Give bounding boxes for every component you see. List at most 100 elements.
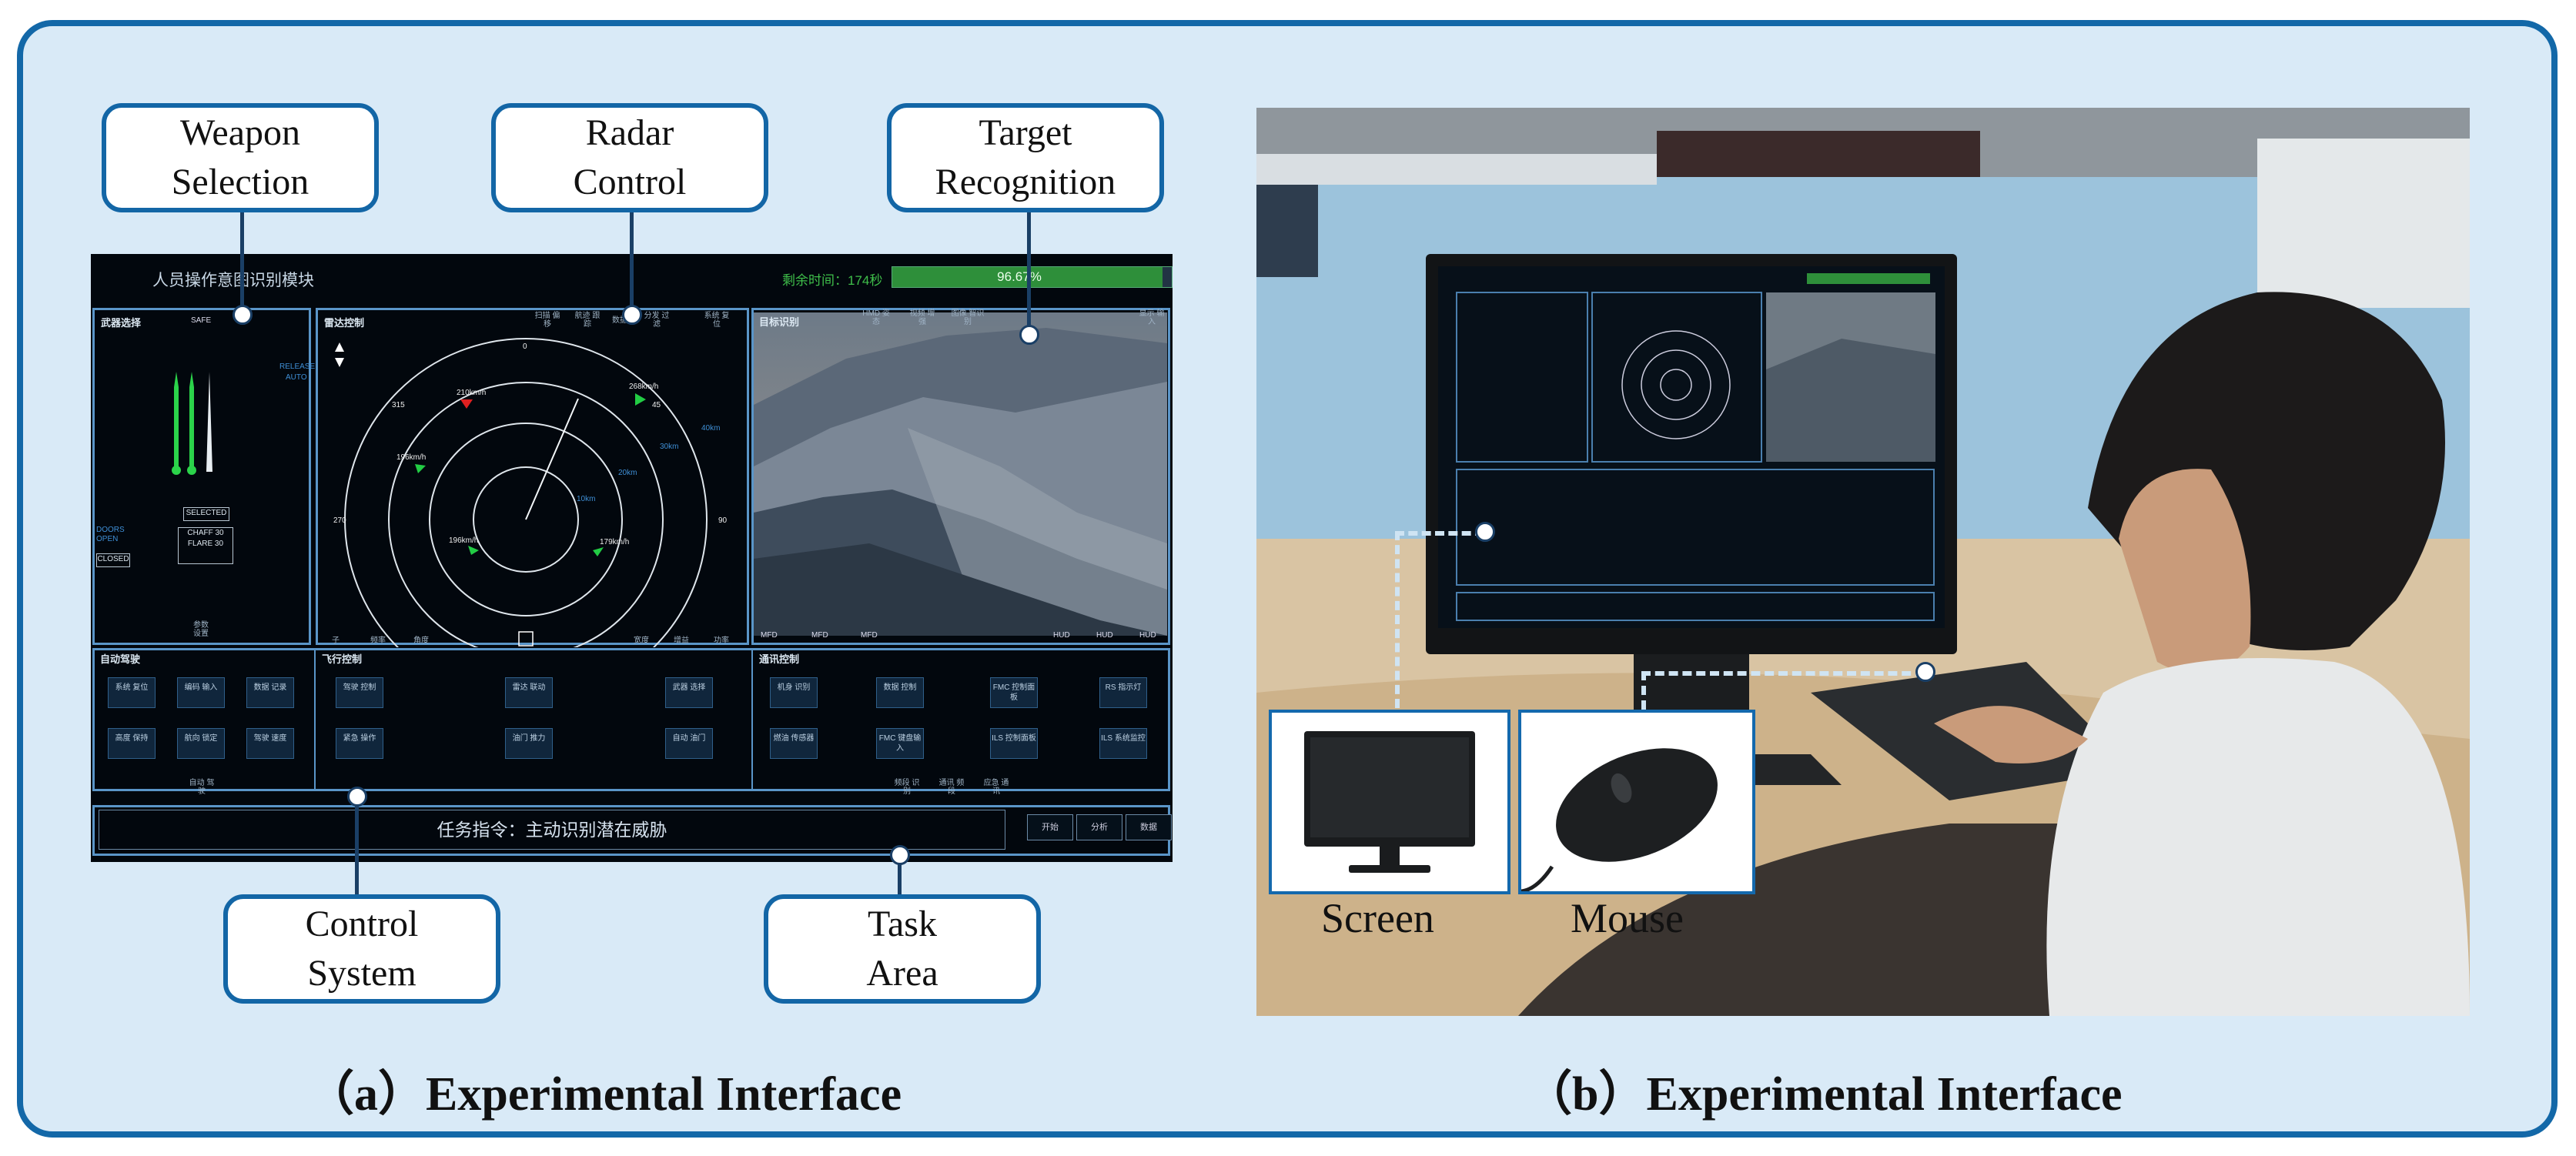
radar-bottom-btn[interactable]: 增益	[674, 636, 689, 645]
comm-control-title: 通讯控制	[759, 653, 800, 665]
param-button[interactable]: 参数设置	[193, 621, 209, 638]
missile-icon	[172, 372, 196, 475]
mouse-anchor-dot	[1915, 662, 1935, 682]
autopilot-footer[interactable]: 自动 驾驶	[189, 779, 215, 796]
comm-footer-btn[interactable]: 频段 识别	[894, 779, 920, 796]
bomb-icon	[206, 372, 212, 472]
radar-btn-reset[interactable]: 系统 复位	[704, 312, 730, 329]
experimental-interface-screen: 人员操作意图识别模块 剩余时间：174秒 96.67% 武器选择 SAFE RE…	[91, 254, 1173, 862]
autopilot-btn-record[interactable]: 数据 记录	[246, 677, 294, 708]
comm-footer-btn[interactable]: 应急 通讯	[983, 779, 1009, 796]
autopilot-btn-speed[interactable]: 驾驶 速度	[246, 728, 294, 759]
target-btn-input[interactable]: 显示 输入	[1139, 309, 1165, 326]
comm-btn-ils-monitor[interactable]: ILS 系统监控	[1099, 728, 1147, 759]
task-instruction: 任务指令：主动识别潜在威胁	[437, 820, 667, 840]
target-btn-recognize[interactable]: 图像 智识别	[951, 309, 985, 326]
mfd-button[interactable]: MFD	[761, 631, 778, 640]
target-speed: 268km/h	[629, 383, 659, 391]
target-anchor-dot	[1019, 325, 1039, 345]
target-btn-hmd[interactable]: HMD 姿态	[862, 309, 890, 326]
target-speed: 196km/h	[449, 536, 479, 545]
bearing-0: 0	[523, 342, 527, 351]
friendly-target-icon	[415, 464, 426, 473]
mouse-label: Mouse	[1571, 895, 1684, 941]
comm-btn-ils-panel[interactable]: ILS 控制面板	[990, 728, 1038, 759]
mouse-thumbnail	[1518, 710, 1755, 894]
flight-btn-autothrottle[interactable]: 自动 油门	[665, 728, 713, 759]
down-arrow-icon	[335, 358, 344, 367]
comm-btn-data[interactable]: 数据 控制	[876, 677, 924, 708]
target-speed: 210km/h	[457, 389, 487, 397]
friendly-target-icon	[468, 546, 479, 555]
hud-button[interactable]: HUD	[1096, 631, 1113, 640]
doors-label: DOORS	[96, 526, 125, 534]
radar-bottom-btn[interactable]: 频率	[370, 636, 386, 645]
flight-btn-weapon[interactable]: 武器 选择	[665, 677, 713, 708]
up-arrow-icon	[335, 342, 344, 352]
autopilot-btn-altitude[interactable]: 高度 保持	[108, 728, 156, 759]
autopilot-btn-code[interactable]: 编码 输入	[177, 677, 225, 708]
flight-btn-radar[interactable]: 雷达 联动	[505, 677, 553, 708]
flight-btn-drive[interactable]: 驾驶 控制	[336, 677, 383, 708]
flare-count: FLARE 30	[187, 540, 224, 548]
selected-button[interactable]: SELECTED	[183, 507, 229, 521]
analyze-button[interactable]: 分析	[1076, 814, 1122, 840]
weapon-panel: 武器选择 SAFE RELEASE AUTO SELECTED CHAFF 30…	[92, 308, 315, 645]
range-10km: 10km	[577, 495, 596, 503]
control-system-panel	[92, 648, 1170, 791]
mfd-button[interactable]: MFD	[861, 631, 878, 640]
radar-bottom-btn[interactable]: 功率	[714, 636, 729, 645]
data-button[interactable]: 数据	[1126, 814, 1172, 840]
autopilot-title: 自动驾驶	[100, 653, 141, 665]
radar-bottom-btn[interactable]: 角度	[413, 636, 429, 645]
friendly-target-icon	[593, 547, 604, 556]
bearing-315: 315	[392, 401, 405, 409]
safe-label: SAFE	[191, 316, 212, 325]
radar-scope	[335, 338, 708, 647]
progress-bar: 96.67%	[892, 266, 1173, 288]
screen-label: Screen	[1321, 895, 1434, 941]
start-button[interactable]: 开始	[1027, 814, 1073, 840]
hud-button[interactable]: HUD	[1053, 631, 1070, 640]
countermeasure-box: CHAFF 30 FLARE 30	[178, 527, 233, 564]
target-speed: 196km/h	[396, 453, 427, 462]
radar-bottom-btn[interactable]: 宽度	[634, 636, 649, 645]
weapon-anchor-dot	[233, 305, 253, 325]
module-title: 人员操作意图识别模块	[152, 272, 314, 289]
target-connector	[1027, 209, 1031, 332]
target-btn-enhance[interactable]: 视频 增强	[909, 309, 935, 326]
screen-thumbnail	[1269, 710, 1510, 894]
missile-icons	[172, 372, 212, 475]
autopilot-btn-heading[interactable]: 航向 锁定	[177, 728, 225, 759]
comm-btn-rs[interactable]: RS 指示灯	[1099, 677, 1147, 708]
monitor-icon	[1304, 731, 1475, 873]
target-panel-title: 目标识别	[759, 316, 800, 328]
radar-btn-filter[interactable]: 分发 过滤	[644, 312, 670, 329]
radar-btn-scan[interactable]: 扫描 偏移	[534, 312, 560, 329]
release-label: RELEASE	[279, 363, 316, 371]
comm-btn-fmc-panel[interactable]: FMC 控制面板	[990, 677, 1038, 708]
hud-button[interactable]: HUD	[1139, 631, 1156, 640]
radar-btn-track[interactable]: 航迹 跟踪	[574, 312, 601, 329]
mfd-button[interactable]: MFD	[811, 631, 828, 640]
comm-btn-body[interactable]: 机身 识别	[770, 677, 818, 708]
hostile-target-icon	[460, 399, 473, 409]
comm-btn-fmc-input[interactable]: FMC 键盘输入	[876, 728, 924, 759]
flight-btn-emergency[interactable]: 紧急 操作	[336, 728, 383, 759]
radar-bottom-btn[interactable]: 子	[332, 636, 340, 645]
autopilot-btn-reset[interactable]: 系统 复位	[108, 677, 156, 708]
closed-button[interactable]: CLOSED	[96, 553, 130, 567]
caption-b: （b）Experimental Interface	[1524, 1068, 2123, 1121]
control-connector	[355, 797, 359, 897]
weapon-panel-title: 武器选择	[101, 317, 142, 329]
radar-btn-data[interactable]: 数据	[612, 316, 627, 325]
comm-footer-btn[interactable]: 通讯 频段	[938, 779, 965, 796]
range-20km: 20km	[618, 469, 637, 477]
flight-btn-throttle[interactable]: 油门 推力	[505, 728, 553, 759]
bearing-270: 270	[333, 516, 346, 525]
comm-btn-fuel[interactable]: 燃油 传感器	[770, 728, 818, 759]
remaining-time: 剩余时间：174秒	[782, 273, 883, 288]
